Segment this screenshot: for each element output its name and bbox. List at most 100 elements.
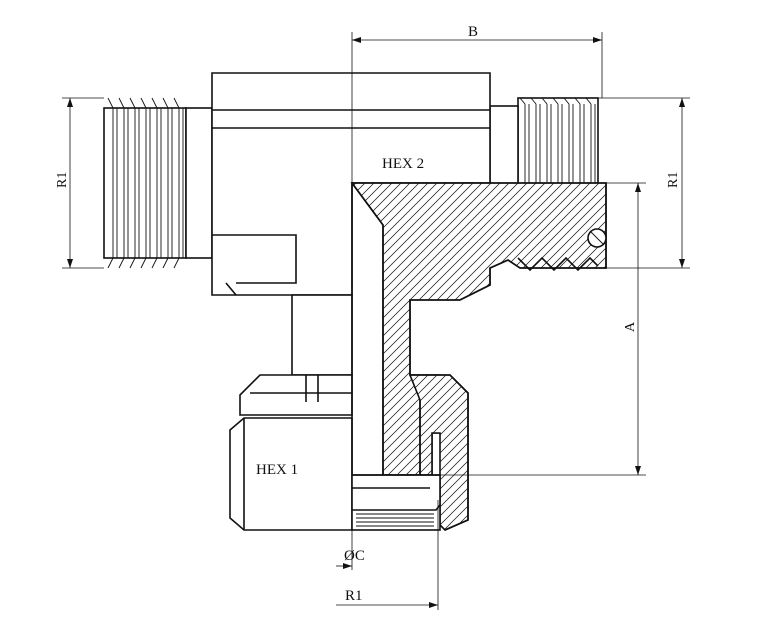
right-thread-port	[489, 97, 599, 185]
drawing-line	[706, 180, 758, 490]
drawing-line	[479, 370, 649, 540]
drawing-line	[352, 183, 441, 475]
drawing-line	[506, 370, 676, 540]
drawing-line	[107, 257, 114, 269]
drawing-line	[614, 370, 758, 540]
bore	[351, 474, 441, 531]
drawing-line	[542, 370, 712, 540]
drawing-line	[410, 375, 468, 530]
drawing-line	[410, 375, 468, 530]
drawing-line	[129, 97, 136, 109]
drawing-line	[688, 180, 758, 490]
drawing-line	[410, 375, 468, 530]
drawing-line	[661, 180, 758, 490]
drawing-line	[632, 370, 758, 540]
drawing-line	[118, 257, 125, 269]
drawing-line	[410, 375, 468, 530]
drawing-line	[410, 375, 468, 530]
drawing-line	[151, 97, 158, 109]
drawing-line	[668, 370, 758, 540]
drawing-line	[352, 183, 486, 475]
drawing-line	[724, 180, 758, 490]
drawing-line	[151, 257, 158, 269]
drawing-line	[623, 370, 758, 540]
drawing-line	[641, 370, 758, 540]
dim-r1-right-label: R1	[666, 172, 681, 188]
drawing-line	[352, 183, 549, 475]
drawing-line	[173, 257, 180, 269]
drawing-line	[679, 180, 758, 490]
drawing-line	[410, 375, 461, 530]
hex1-nut: HEX 1	[229, 374, 353, 531]
drawing-line	[650, 370, 758, 540]
drawing-line	[410, 375, 468, 530]
drawing-line	[352, 183, 504, 475]
drawing-line	[643, 180, 758, 490]
drawing-line	[634, 180, 758, 490]
drawing-line	[173, 97, 180, 109]
drawing-line	[585, 97, 592, 105]
left-thread-port	[103, 97, 213, 269]
drawing-line	[733, 180, 758, 490]
drawing-line	[607, 180, 758, 490]
drawing-line	[497, 370, 667, 540]
drawing-line	[129, 257, 136, 269]
drawing-line	[597, 183, 606, 475]
drawing-line	[107, 97, 114, 109]
drawing-line	[352, 183, 495, 475]
drawing-line	[578, 370, 748, 540]
drawing-line	[587, 370, 757, 540]
drawing-line	[140, 257, 147, 269]
drawing-line	[715, 180, 758, 490]
drawing-line	[524, 370, 694, 540]
drawing-line	[596, 370, 758, 540]
drawing-line	[751, 180, 758, 490]
drawing-line	[470, 370, 640, 540]
drawing-line	[488, 370, 658, 540]
drawing-line	[162, 257, 169, 269]
dimensions: B R1 R1 A ØC R1	[55, 24, 690, 610]
drawing-line	[552, 97, 559, 105]
drawing-line	[352, 183, 459, 475]
drawing-line	[352, 183, 450, 475]
drawing-line	[677, 370, 758, 540]
drawing-line	[460, 375, 468, 530]
drawing-line	[659, 370, 758, 540]
dim-r1-left-label: R1	[55, 172, 70, 188]
drawing-line	[563, 97, 570, 105]
drawing-line	[530, 97, 537, 105]
drawing-line	[410, 375, 468, 530]
dim-a-label: A	[623, 321, 638, 332]
drawing-line	[560, 370, 730, 540]
drawing-line	[569, 370, 739, 540]
dim-b-label: B	[468, 24, 478, 40]
drawing-line	[410, 375, 452, 530]
drawing-line	[519, 97, 526, 105]
dim-r1-bottom-label: R1	[345, 588, 363, 604]
drawing-line	[588, 183, 606, 475]
drawing-line	[424, 375, 468, 530]
drawing-line	[605, 370, 758, 540]
drawing-line	[533, 370, 703, 540]
drawing-line	[515, 370, 685, 540]
hex2-label: HEX 2	[382, 156, 424, 172]
hex1-label: HEX 1	[256, 462, 298, 478]
drawing-line	[451, 375, 468, 530]
drawing-line	[695, 370, 758, 540]
drawing-line	[541, 97, 548, 105]
drawing-line	[625, 180, 758, 490]
drawing-line	[697, 180, 758, 490]
drawing-line	[616, 180, 758, 490]
drawing-line	[652, 180, 758, 490]
drawing-line	[433, 375, 468, 530]
drawing-line	[686, 370, 758, 540]
drawing-line	[352, 183, 468, 475]
drawing-line	[352, 183, 540, 475]
drawing-line	[415, 375, 468, 530]
neck	[291, 294, 353, 376]
drawing-line	[574, 97, 581, 105]
drawing-line	[118, 97, 125, 109]
drawing-line	[670, 180, 758, 490]
drawing-line	[140, 97, 147, 109]
